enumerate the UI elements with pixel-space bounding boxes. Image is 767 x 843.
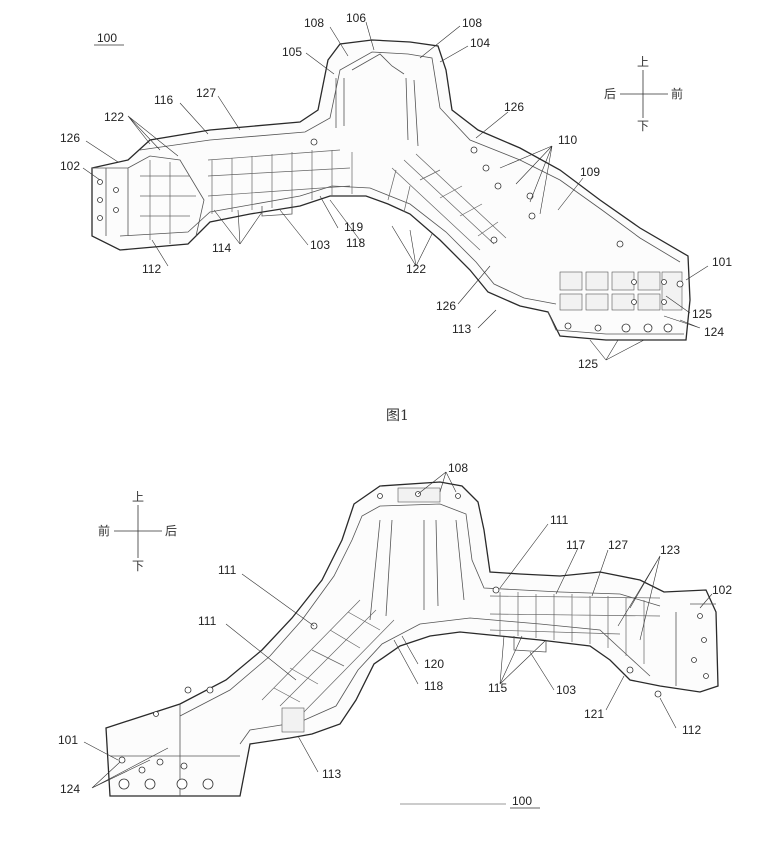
fig1-ref-102: 102 [60,159,80,173]
fig1-rear-end-box [92,155,205,237]
fig1-ref-110: 110 [558,133,577,147]
fig2-ref-113: 113 [322,767,341,781]
fig2-rear-end-box [675,603,716,686]
fig2-rail-body [105,481,719,797]
fig2-compass-left: 前 [98,523,110,538]
fig1-ref-114: 114 [212,241,231,255]
fig2-compass-up: 上 [132,490,144,504]
fig2-ref-123: 123 [660,543,680,557]
fig2-ref-102: 102 [712,583,732,597]
fig1-ref-119: 119 [344,220,363,234]
fig2-ref-111-left: 111 [218,563,237,577]
fig2-horizontal-ribs [489,592,661,664]
fig1-ref-112: 112 [142,262,161,276]
fig1-rail-body [91,39,691,341]
fig2-direction-compass: 上 下 前 后 [98,490,177,573]
fig2-ref-103: 103 [556,683,576,697]
fig2-diagonal-ribs [261,599,395,717]
fig1-tower-pillar-right [405,77,419,147]
fig2-ref-111-right: 111 [550,513,569,527]
fig1-rear-box-ribs [140,160,196,244]
fig2-top-flange-line [179,503,661,717]
fig2-ref-111-lower: 111 [198,614,217,628]
figure-2: 上 下 前 后 [58,461,732,809]
fig1-diagonal-ribs [387,153,507,251]
fig1-compass-up: 上 [637,55,649,69]
fig2-ref-112: 112 [682,723,701,737]
fig1-ref-122-upper: 122 [104,110,124,124]
fig1-caption: 图1 [386,408,409,424]
fig1-ref-125-right: 125 [692,307,712,321]
fig1-ref-108-right: 108 [462,16,482,30]
fig1-ref-103: 103 [310,238,330,252]
fig1-direction-compass: 上 下 后 前 [604,55,683,133]
fig1-front-flange-plate [547,311,684,335]
fig2-tower-pillars [369,519,465,621]
fig1-bottom-bracket [261,204,293,217]
fig1-ref-122-lower: 122 [406,262,426,276]
fig2-reference-labels: 101 102 103 108 111 111 111 112 113 115 … [58,461,732,796]
fig2-ref-127: 127 [608,538,628,552]
fig1-ref-108-left: 108 [304,16,324,30]
fig1-horizontal-ribs [207,149,353,214]
fig2-ref-124: 124 [60,782,80,796]
fig1-ref-113: 113 [452,322,471,336]
fig1-ref-125-bottom: 125 [578,357,598,371]
fig1-ref-101: 101 [712,255,732,269]
fig1-ref-116: 116 [154,93,173,107]
fig1-compass-left: 后 [604,87,616,101]
fig2-ref-121: 121 [584,707,604,721]
fig1-ref-127: 127 [196,86,216,100]
fig2-ref-120: 120 [424,657,444,671]
fig2-leader-lines [83,471,713,789]
fig2-ref-108: 108 [448,461,468,475]
fig1-tower-notch [351,53,405,75]
fig1-ref-106: 106 [346,11,366,25]
fig1-ref-104: 104 [470,36,490,50]
fig2-bracket-103 [513,636,547,653]
fig2-compass-down: 下 [132,559,144,573]
fig1-top-flange-line [139,51,681,263]
fig2-ref-101: 101 [58,733,78,747]
fig1-ref-126-top: 126 [504,100,524,114]
fig1-ref-118: 118 [346,236,365,250]
fig1-reference-labels: 101 102 103 104 105 106 108 108 109 110 … [60,11,732,371]
fig1-ref-126-left: 126 [60,131,80,145]
fig2-ref-115: 115 [488,681,507,695]
fig1-ref-124: 124 [704,325,724,339]
fig1-ref-105: 105 [282,45,302,59]
fig2-ref-117: 117 [566,538,585,552]
fig1-ref-109: 109 [580,165,600,179]
figure-1: 100 上 下 后 前 [60,11,732,424]
fig2-rail-outline [105,481,719,797]
fig1-bottom-flange-line [119,185,557,305]
fig2-bracket-113 [281,707,305,733]
fig2-ref-118: 118 [424,679,443,693]
fig1-ref-126-bottom: 126 [436,299,456,313]
fig2-compass-right: 后 [165,524,177,538]
fig1-assembly-label: 100 [97,31,117,45]
fig1-holes [97,138,684,333]
fig1-leader-lines [82,21,709,361]
fig1-compass-down: 下 [637,119,649,133]
fig1-compass-right: 前 [671,86,683,101]
fig1-tower-pillar-left [335,78,345,128]
fig2-assembly-label: 100 [512,794,532,808]
